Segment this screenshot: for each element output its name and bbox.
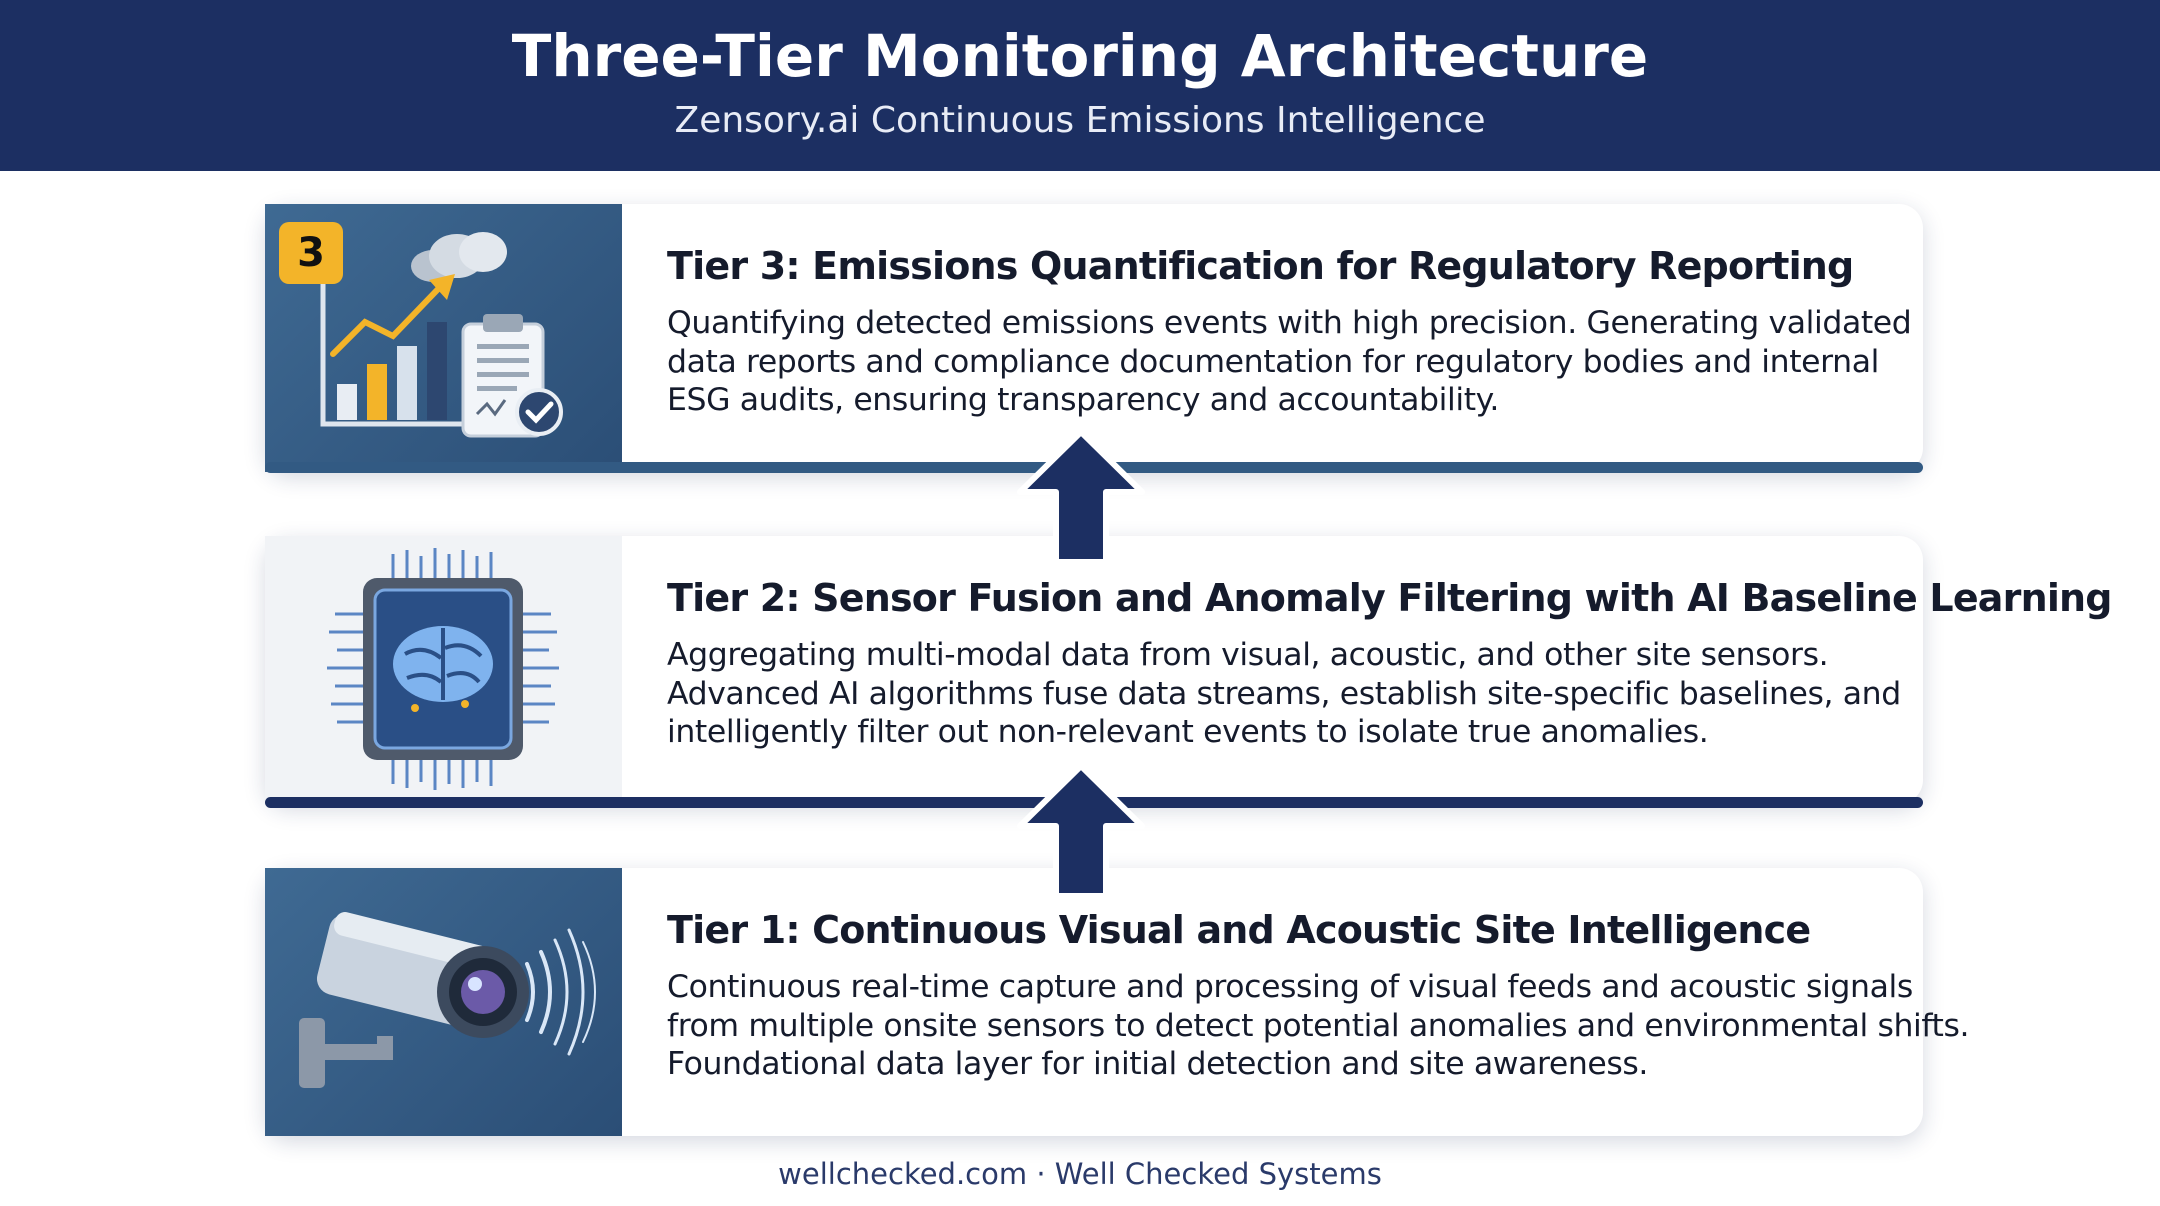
tier-2-description-line-1: Aggregating multi-modal data from visual…: [667, 637, 1829, 673]
tier-1-illustration: [265, 868, 622, 1136]
tier-2-title: Tier 2: Sensor Fusion and Anomaly Filter…: [667, 576, 2113, 620]
header-banner: Three-Tier Monitoring Architecture Zenso…: [0, 0, 2160, 171]
tier-2-card: Tier 2: Sensor Fusion and Anomaly Filter…: [265, 536, 2113, 804]
tier-1-description-line-1: Continuous real-time capture and process…: [667, 969, 1913, 1005]
tier-3-card: 3 Tier 3: Emissions Quantification for R…: [265, 204, 1923, 472]
security-camera-icon: [299, 912, 596, 1088]
tier-number-badge: 3: [279, 222, 343, 284]
tier-1-description-line-3: Foundational data layer for initial dete…: [667, 1046, 1649, 1082]
tier-1-title: Tier 1: Continuous Visual and Acoustic S…: [667, 908, 1811, 952]
tier-2-illustration: [265, 536, 622, 804]
tier-1-card: Tier 1: Continuous Visual and Acoustic S…: [265, 868, 1970, 1136]
tier-3-description-line-1: Quantifying detected emissions events wi…: [667, 305, 1912, 341]
page-title: Three-Tier Monitoring Architecture: [511, 22, 1649, 90]
arrow-up-icon: [1017, 429, 1145, 565]
tier-2-description-line-3: intelligently filter out non-relevant ev…: [667, 714, 1709, 750]
footer-credit: wellchecked.com · Well Checked Systems: [778, 1157, 1382, 1191]
ai-chip-brain-icon: [327, 548, 559, 790]
tier-1-description-line-2: from multiple onsite sensors to detect p…: [667, 1007, 1970, 1044]
tier-3-description-line-2: data reports and compliance documentatio…: [667, 343, 1879, 380]
chart-report-icon: [320, 232, 563, 438]
tier-2-description-line-2: Advanced AI algorithms fuse data streams…: [667, 675, 1901, 712]
tier-3-illustration: 3: [265, 204, 622, 472]
arrow-up-icon: [1017, 763, 1145, 899]
page-subtitle: Zensory.ai Continuous Emissions Intellig…: [674, 100, 1486, 141]
tier-3-description-line-3: ESG audits, ensuring transparency and ac…: [667, 382, 1500, 418]
tier-3-title: Tier 3: Emissions Quantification for Reg…: [667, 244, 1854, 288]
